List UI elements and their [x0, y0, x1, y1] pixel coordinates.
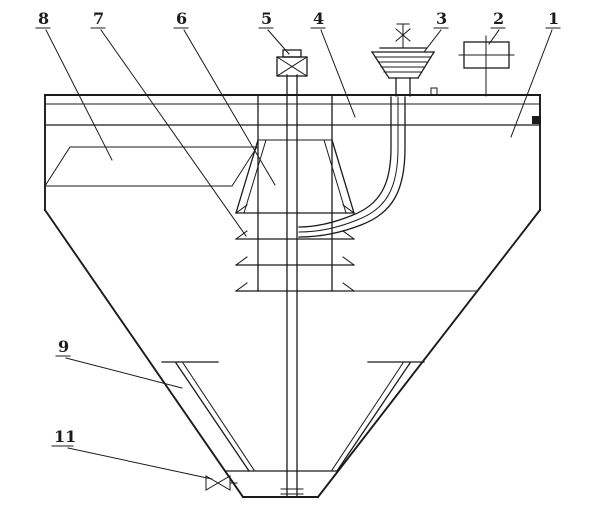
inclined-plate-pack — [44, 146, 258, 187]
callout-3: 3 — [423, 9, 449, 53]
callout-7-label: 7 — [93, 9, 104, 28]
leader-line-8 — [45, 29, 113, 161]
callout-4: 4 — [310, 9, 356, 118]
callout-11-label: 11 — [54, 427, 76, 446]
callout-4-label: 4 — [313, 9, 324, 28]
callouts: 8 7 6 5 4 3 2 — [35, 9, 561, 480]
callout-9-label: 9 — [58, 337, 69, 356]
callout-1: 1 — [510, 9, 561, 138]
callout-9: 9 — [55, 337, 183, 389]
callout-2: 2 — [488, 9, 506, 45]
discharge-valve — [205, 475, 238, 491]
baffle-cones — [235, 204, 355, 292]
leader-line-11 — [67, 447, 213, 480]
callout-11: 11 — [51, 427, 213, 480]
leader-line-7 — [100, 29, 247, 237]
inner-cone — [161, 361, 425, 472]
drive-unit — [371, 23, 435, 97]
callout-6: 6 — [173, 9, 276, 186]
leader-line-5 — [267, 29, 290, 55]
tank-walls — [44, 94, 541, 211]
callout-8-label: 8 — [38, 9, 49, 28]
overflow-nozzle — [532, 116, 541, 124]
feed-pipe — [298, 96, 406, 238]
callout-5-label: 5 — [261, 9, 272, 28]
callout-5: 5 — [258, 9, 290, 55]
discharge-boot — [224, 470, 339, 498]
junction-box — [458, 35, 515, 97]
leader-line-9 — [65, 357, 183, 389]
leader-line-4 — [320, 29, 356, 118]
callout-3-label: 3 — [436, 9, 447, 28]
overflow-launder — [44, 94, 541, 126]
feedwell — [235, 94, 355, 292]
cone-walls — [43, 208, 542, 499]
top-bearing — [276, 49, 308, 77]
callout-6-label: 6 — [176, 9, 187, 28]
callout-1-label: 1 — [548, 9, 559, 28]
leader-line-2 — [488, 29, 500, 45]
callout-8: 8 — [35, 9, 113, 161]
callout-7: 7 — [90, 9, 247, 237]
leader-line-1 — [510, 29, 553, 138]
band-lug — [430, 87, 438, 96]
center-shaft — [280, 74, 304, 498]
leader-line-3 — [423, 29, 442, 53]
leader-line-6 — [183, 29, 276, 186]
callout-2-label: 2 — [493, 9, 504, 28]
